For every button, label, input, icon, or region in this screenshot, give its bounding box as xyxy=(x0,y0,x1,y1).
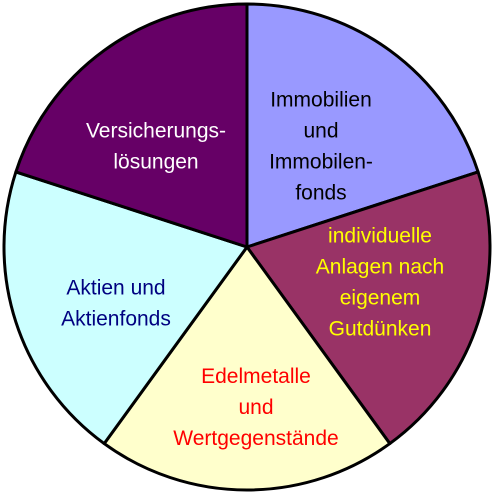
slice-label-1-line-1: Immobilien xyxy=(270,89,372,112)
slice-label-2-line-2: Anlagen nach xyxy=(316,256,444,279)
slice-label-1-line-2: und xyxy=(303,120,338,143)
slice-label-2-line-4: Gutdünken xyxy=(329,318,432,341)
slice-label-1-line-4: fonds xyxy=(295,182,346,205)
pie-slice-4 xyxy=(2,170,249,446)
slice-label-4-line-1: Aktien und xyxy=(66,277,165,300)
slice-label-3-line-3: Wertgegenstände xyxy=(173,427,338,450)
pie-slice-5 xyxy=(14,2,249,249)
slice-label-3-line-1: Edelmetalle xyxy=(201,365,311,388)
pie-slice-3 xyxy=(102,245,392,492)
pie-labels: ImmobilienundImmobilen-fondsindividuelle… xyxy=(61,89,444,451)
pie-slice-2 xyxy=(245,170,492,446)
pie-slices xyxy=(2,2,492,492)
slice-label-4-line-2: Aktienfonds xyxy=(61,308,171,331)
slice-label-1-line-3: Immobilen- xyxy=(269,151,373,174)
slice-label-2-line-3: eigenem xyxy=(340,287,421,310)
slice-label-5-line-1: Versicherungs- xyxy=(86,120,226,143)
slice-label-5-line-2: lösungen xyxy=(113,151,198,174)
pie-slice-1 xyxy=(245,2,480,249)
slice-label-2-line-1: individuelle xyxy=(328,225,432,248)
slice-label-3-line-2: und xyxy=(238,396,273,419)
